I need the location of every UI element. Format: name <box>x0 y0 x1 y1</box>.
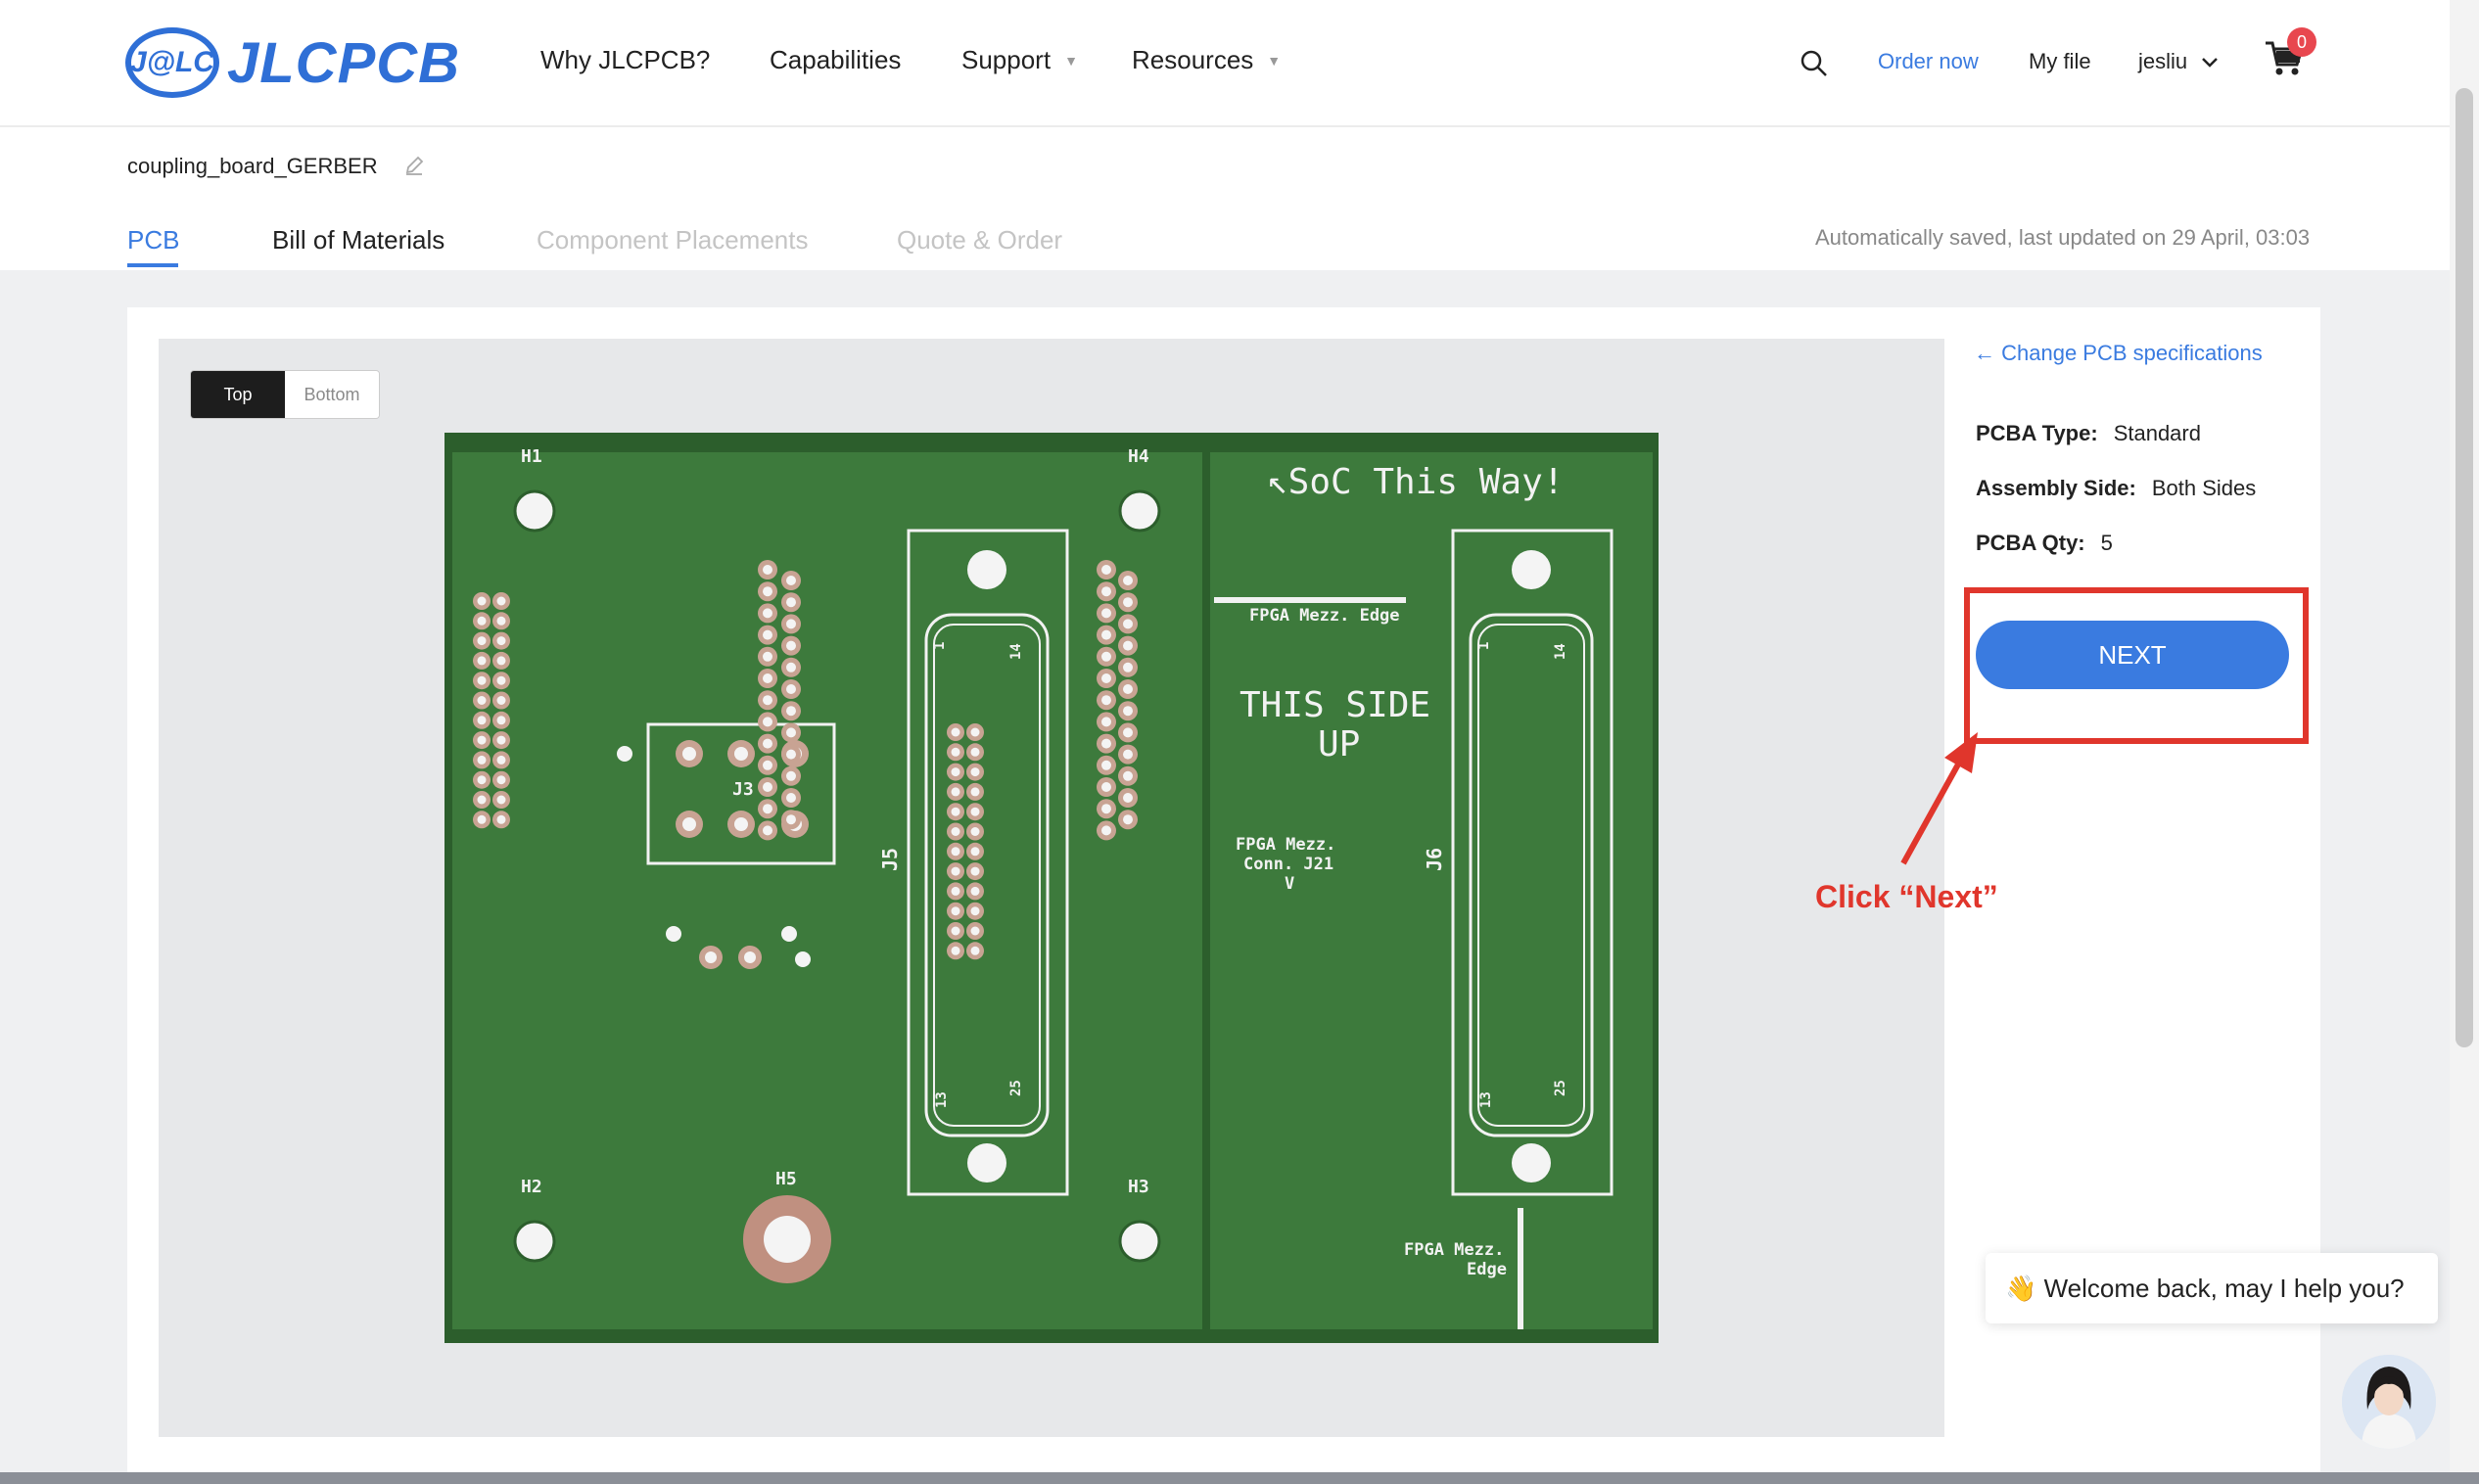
change-pcb-spec-link[interactable]: ← Change PCB specifications <box>1974 341 2263 365</box>
label-j6: J6 <box>1423 848 1446 871</box>
label-h1: H1 <box>521 446 542 467</box>
annotation-arrow-icon <box>1900 732 1978 865</box>
j3-outline <box>646 722 836 865</box>
chevron-down-icon <box>2201 49 2219 74</box>
label-h4: H4 <box>1128 446 1149 467</box>
side-toggle: Top Bottom <box>190 370 380 419</box>
order-now-link[interactable]: Order now <box>1878 49 1979 73</box>
wave-icon: 👋 <box>2005 1274 2037 1303</box>
label-soc-this-way: ↖SoC This Way! <box>1267 462 1564 502</box>
annotation-highlight-box <box>1964 587 2309 744</box>
pcba-qty-value: 5 <box>2100 531 2113 555</box>
caret-down-icon: ▼ <box>1267 52 1282 69</box>
pcba-type-value: Standard <box>2113 421 2201 445</box>
label-fpga-edge-b1: FPGA Mezz. <box>1404 1240 1504 1260</box>
top-header <box>0 0 2450 127</box>
nav-capabilities[interactable]: Capabilities <box>770 45 902 74</box>
mount-hole-h4 <box>1118 489 1161 533</box>
label-j6-pin25: 25 <box>1553 1080 1568 1096</box>
window-bottom-edge <box>0 1472 2479 1484</box>
logo-text: JLCPCB <box>227 30 461 95</box>
user-name: jesliu <box>2138 49 2188 73</box>
jlcpcb-logo[interactable]: J@LC JLCPCB <box>125 25 460 100</box>
label-j5-pin14: 14 <box>1008 643 1024 660</box>
edit-pencil-icon[interactable] <box>403 155 425 181</box>
tab-pcb[interactable]: PCB <box>127 225 180 255</box>
assembly-side-value: Both Sides <box>2151 476 2257 500</box>
label-j6-pin13: 13 <box>1478 1091 1494 1108</box>
label-fpga-conn-3: V <box>1285 874 1294 894</box>
label-j5-pin1: 1 <box>932 642 948 650</box>
label-fpga-edge-top: FPGA Mezz. Edge <box>1249 606 1400 626</box>
board-right-panel <box>1210 452 1653 1329</box>
annotation-click-next: Click “Next” <box>1815 879 1998 914</box>
nav-resources[interactable]: Resources▼ <box>1132 45 1282 74</box>
tab-bill-of-materials[interactable]: Bill of Materials <box>272 225 445 255</box>
label-h2: H2 <box>521 1177 542 1197</box>
active-tab-indicator <box>127 263 178 267</box>
spec-pcba-type: PCBA Type: Standard <box>1976 421 2201 446</box>
mount-hole-h2 <box>513 1220 556 1263</box>
logo-badge: J@LC <box>125 27 219 98</box>
label-h3: H3 <box>1128 1177 1149 1197</box>
label-fpga-conn-1: FPGA Mezz. <box>1236 835 1335 855</box>
mount-hole-h3 <box>1118 1220 1161 1263</box>
label-j6-pin1: 1 <box>1476 642 1492 650</box>
label-j5-pin25: 25 <box>1008 1080 1024 1096</box>
label-j5-pin13: 13 <box>934 1091 950 1108</box>
my-file-link[interactable]: My file <box>2029 49 2091 73</box>
label-fpga-edge-b2: Edge <box>1467 1260 1507 1279</box>
project-header <box>0 127 2450 270</box>
search-icon[interactable] <box>1800 49 1829 83</box>
spec-pcba-qty: PCBA Qty: 5 <box>1976 531 2113 556</box>
user-menu[interactable]: jesliu <box>2138 49 2219 74</box>
side-top-button[interactable]: Top <box>191 371 285 418</box>
cart-count-badge: 0 <box>2287 27 2316 57</box>
chat-message: Welcome back, may I help you? <box>2043 1274 2405 1303</box>
support-avatar[interactable] <box>2342 1355 2436 1449</box>
tab-component-placements[interactable]: Component Placements <box>537 225 809 255</box>
nav-support[interactable]: Support▼ <box>961 45 1078 74</box>
label-up: UP <box>1318 724 1360 765</box>
j5-outline <box>907 529 1069 1196</box>
assembly-side-label: Assembly Side: <box>1976 476 2136 500</box>
pcba-qty-label: PCBA Qty: <box>1976 531 2085 555</box>
file-name: coupling_board_GERBER <box>127 154 378 178</box>
nav-why-jlcpcb[interactable]: Why JLCPCB? <box>540 45 711 74</box>
chat-welcome-bubble[interactable]: 👋 Welcome back, may I help you? <box>1986 1253 2438 1323</box>
fpga-edge-line-top <box>1214 597 1406 603</box>
label-j3: J3 <box>732 779 754 800</box>
caret-down-icon: ▼ <box>1064 52 1078 69</box>
fpga-edge-line-bottom <box>1518 1208 1523 1329</box>
scrollbar-thumb[interactable] <box>2456 88 2473 1047</box>
spec-assembly-side: Assembly Side: Both Sides <box>1976 476 2256 501</box>
label-this-side: THIS SIDE <box>1240 685 1430 725</box>
tab-quote-order[interactable]: Quote & Order <box>897 225 1063 255</box>
mount-hole-h1 <box>513 489 556 533</box>
pcb-board-render: H1 H4 H2 H3 H5 J3 J5 1 <box>444 433 1659 1343</box>
autosave-status: Automatically saved, last updated on 29 … <box>1815 225 2311 250</box>
pcba-type-label: PCBA Type: <box>1976 421 2098 445</box>
label-j5: J5 <box>878 848 902 871</box>
label-fpga-conn-2: Conn. J21 <box>1243 855 1333 874</box>
board-left-panel <box>452 452 1202 1329</box>
label-j6-pin14: 14 <box>1553 643 1568 660</box>
label-h5: H5 <box>775 1169 797 1189</box>
j6-outline <box>1451 529 1614 1196</box>
next-button[interactable]: NEXT <box>1976 621 2289 689</box>
side-bottom-button[interactable]: Bottom <box>285 371 379 418</box>
